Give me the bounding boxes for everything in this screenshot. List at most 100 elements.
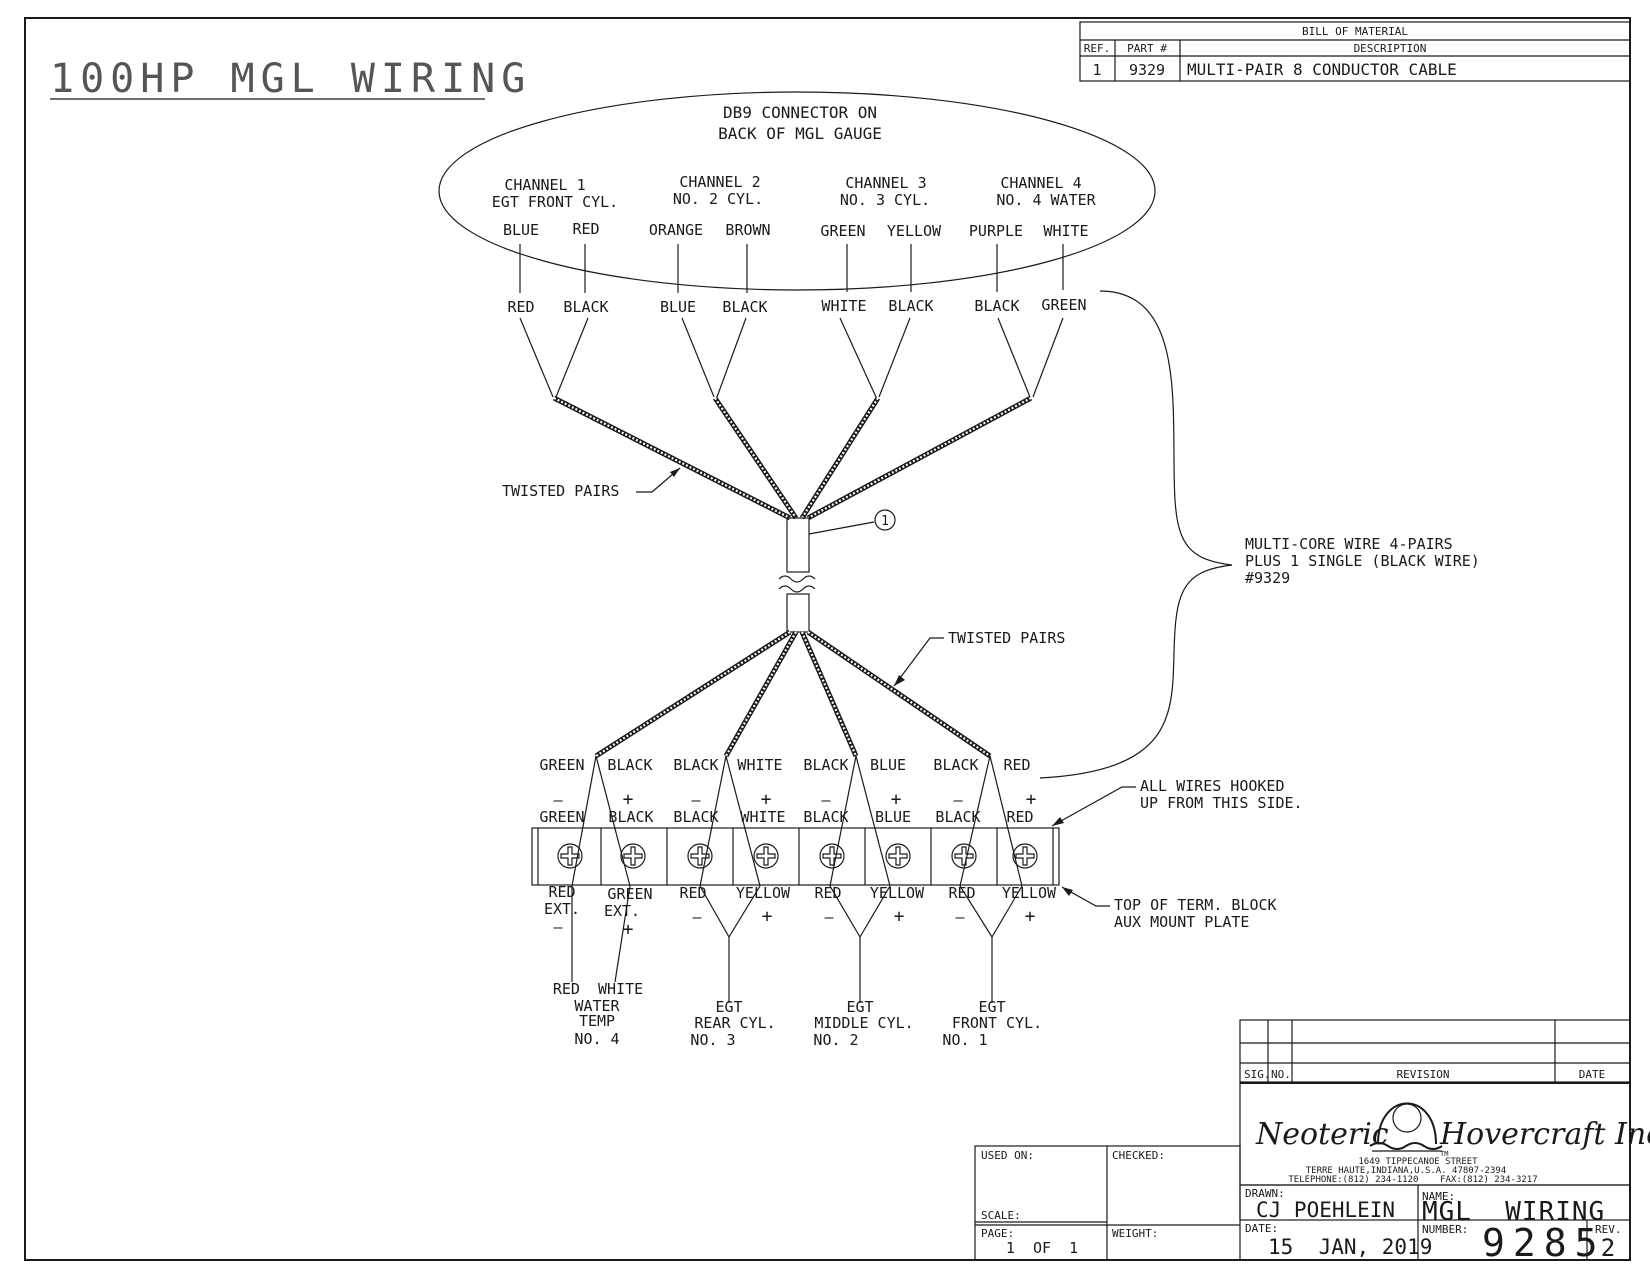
terminal-wire-label: BLACK <box>607 756 652 774</box>
terminal-block-label: BLACK <box>608 808 653 826</box>
terminal-wire-label: WHITE <box>737 756 782 774</box>
channel-2-name: CHANNEL 2 <box>679 173 760 191</box>
terminal-screw-icon <box>951 843 977 869</box>
multi-core-cable <box>778 517 816 633</box>
polarity-mark: — <box>553 791 563 809</box>
used-on-block: USED ON: CHECKED: SCALE: PAGE: 1 OF 1 WE… <box>974 1145 1241 1261</box>
page-value: 1 OF 1 <box>1006 1239 1078 1257</box>
terminal-screw-icon <box>557 843 583 869</box>
drawn-label: DRAWN: <box>1245 1187 1285 1200</box>
wire-label: GREEN <box>1041 296 1086 314</box>
rev-label: REV. <box>1595 1223 1622 1236</box>
balloon-leader <box>808 521 875 535</box>
db9-connector-outline <box>438 91 1156 291</box>
revision-header: REVISION <box>1397 1068 1450 1081</box>
company-logo <box>1369 1102 1443 1152</box>
egt-sensor-line3: NO. 3 <box>690 1031 735 1049</box>
terminal-block-label: BLACK <box>673 808 718 826</box>
company-address-3: TELEPHONE:(812) 234-1120 FAX:(812) 234-3… <box>1288 1175 1537 1185</box>
drawing-number-value: 9285 <box>1482 1221 1606 1265</box>
twisted-pairs-leader-top <box>636 467 681 493</box>
date-value: 15 JAN, 2019 <box>1268 1235 1432 1259</box>
top-note-line2: AUX MOUNT PLATE <box>1114 913 1249 931</box>
water-plus: + <box>623 919 634 940</box>
drawing-name-value: MGL WIRING <box>1422 1197 1605 1227</box>
name-label: NAME: <box>1422 1190 1455 1203</box>
revision-no-header: NO. <box>1271 1068 1291 1081</box>
egt-sensor-line3: NO. 1 <box>942 1031 987 1049</box>
wire-label: RED <box>507 298 534 316</box>
water-sensor-wires: RED WHITE <box>553 980 643 998</box>
channel-1-desc: EGT FRONT CYL. <box>492 193 618 211</box>
twisted-pairs-label-top: TWISTED PAIRS <box>502 482 619 500</box>
polarity-mark: + <box>761 789 772 810</box>
egt-sensor-line2: REAR CYL. <box>694 1014 775 1032</box>
egt-minus: — <box>692 908 702 926</box>
water-minus: — <box>553 918 563 936</box>
leader-arrowhead <box>1052 817 1064 826</box>
terminal-block-label: RED <box>1006 808 1033 826</box>
drawn-value: CJ POEHLEIN <box>1256 1198 1395 1222</box>
polarity-mark: — <box>821 791 831 809</box>
terminal-block <box>531 827 1060 886</box>
polarity-mark: — <box>691 791 701 809</box>
terminal-block-label: BLACK <box>803 808 848 826</box>
all-wires-note-line1: ALL WIRES HOOKED <box>1140 777 1285 795</box>
egt-plus: + <box>894 906 905 927</box>
wire-label: BLUE <box>660 298 696 316</box>
wire-label: BLACK <box>722 298 767 316</box>
water-red-label: RED <box>548 883 575 901</box>
upper-twisted-pairs <box>552 395 1033 521</box>
egt-sensor-line1: EGT <box>846 998 873 1016</box>
polarity-mark: — <box>953 791 963 809</box>
multicore-note-line1: MULTI-CORE WIRE 4-PAIRS <box>1245 535 1453 553</box>
egt-wire-label: YELLOW <box>736 884 791 902</box>
terminal-screw-icon <box>753 843 779 869</box>
pin-label: YELLOW <box>887 222 942 240</box>
water-wire <box>614 885 631 983</box>
channel-4-name: CHANNEL 4 <box>1000 174 1081 192</box>
egt-wire-label: RED <box>679 884 706 902</box>
bom-row-desc: MULTI-PAIR 8 CONDUCTOR CABLE <box>1187 60 1457 79</box>
company-name: Neoteric <box>1255 1117 1389 1152</box>
pin-label: BROWN <box>725 221 770 239</box>
bom-col-ref: REF. <box>1084 42 1111 55</box>
egt-minus: — <box>824 908 834 926</box>
company-tm: TM <box>1440 1150 1448 1158</box>
water-green-label: GREEN <box>607 885 652 903</box>
connector-title-line1: DB9 CONNECTOR ON <box>723 103 877 122</box>
page-label: PAGE: <box>981 1227 1014 1240</box>
bom-header: BILL OF MATERIAL <box>1302 25 1408 38</box>
pin-label: BLUE <box>503 221 539 239</box>
multicore-brace <box>1039 290 1233 779</box>
polarity-mark: + <box>1026 789 1037 810</box>
terminal-screw-icon <box>687 843 713 869</box>
bom-row-ref: 1 <box>1092 61 1101 79</box>
egt-sensor-line2: FRONT CYL. <box>952 1014 1042 1032</box>
multicore-note-line3: #9329 <box>1245 569 1290 587</box>
weight-label: WEIGHT: <box>1112 1227 1158 1240</box>
terminal-wire-label: BLACK <box>803 756 848 774</box>
terminal-wire-label: BLUE <box>870 756 906 774</box>
egt-plus: + <box>1025 906 1036 927</box>
water-sensor-line1: WATER <box>574 997 620 1015</box>
lower-twisted-pairs <box>594 629 992 759</box>
date-label: DATE: <box>1245 1222 1278 1235</box>
connector-title-line2: BACK OF MGL GAUGE <box>718 124 882 143</box>
terminal-screw-icon <box>1012 843 1038 869</box>
terminal-wire-label: BLACK <box>673 756 718 774</box>
water-sensor-line2: TEMP <box>579 1012 615 1030</box>
pin-label: GREEN <box>820 222 865 240</box>
pin-drop-lines <box>519 244 1064 293</box>
channel-1-name: CHANNEL 1 <box>504 176 585 194</box>
egt-minus: — <box>955 908 965 926</box>
revision-block: SIG. NO. REVISION DATE <box>1239 1019 1631 1084</box>
channel-2-desc: NO. 2 CYL. <box>673 190 763 208</box>
twisted-pairs-label-bottom: TWISTED PAIRS <box>948 629 1065 647</box>
water-sensor-line3: NO. 4 <box>574 1030 619 1048</box>
bom-row-part: 9329 <box>1129 61 1165 79</box>
all-wires-leader <box>1051 786 1136 827</box>
pin-label: WHITE <box>1043 222 1088 240</box>
drawn-name-row: DRAWN: CJ POEHLEIN NAME: MGL WIRING DATE… <box>1239 1184 1631 1265</box>
